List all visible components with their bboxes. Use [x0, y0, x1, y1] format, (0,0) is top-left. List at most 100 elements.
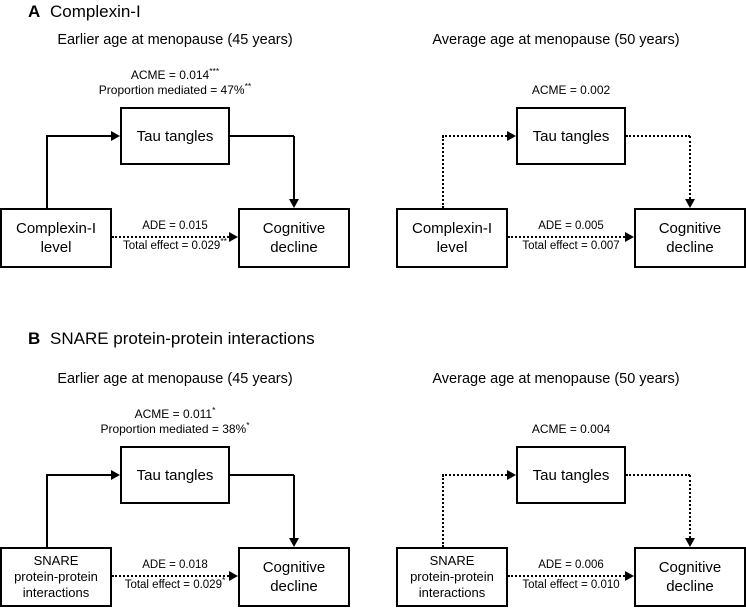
mediation-up-horizontal-line: [442, 474, 507, 476]
mediator-box: Tau tangles: [516, 446, 626, 504]
exposure-label-line: Complexin-I: [411, 220, 493, 237]
outcome-label-line: decline: [666, 578, 714, 595]
total-effect-label: Total effect = 0.010: [508, 579, 634, 591]
direct-arrowhead-icon: [229, 232, 238, 242]
mediator-label: Tau tangles: [136, 127, 214, 145]
diagram-subtitle: Average age at menopause (50 years): [432, 371, 680, 387]
total-effect-value: Total effect = 0.010: [522, 579, 620, 591]
mediation-down-horizontal-line: [230, 474, 294, 476]
exposure-label-line: interactions: [22, 585, 90, 600]
exposure-label-line: interactions: [418, 585, 486, 600]
mediation-down-horizontal-line: [230, 135, 294, 137]
mediation-down-horizontal-line: [626, 474, 690, 476]
diagram-b-earlier-menopause: Earlier age at menopause (45 years) ACME…: [0, 369, 373, 609]
exposure-box: Complexin-I level: [0, 208, 112, 268]
outcome-box: Cognitive decline: [238, 547, 350, 607]
mediation-stats: ACME = 0.011* Proportion mediated = 38%*: [25, 393, 325, 437]
exposure-label-line: Complexin-I: [15, 220, 97, 237]
acme-value: ACME = 0.004: [531, 422, 611, 436]
exposure-box: Complexin-I level: [396, 208, 508, 268]
proportion-value: Proportion mediated = 38%: [100, 422, 247, 436]
acme-value: ACME = 0.014: [130, 68, 210, 82]
acme-stat: ACME = 0.002: [421, 83, 721, 98]
mediation-up-vertical-line: [442, 136, 444, 208]
exposure-label-line: protein-protein: [410, 569, 494, 584]
acme-stat: ACME = 0.004: [421, 422, 721, 437]
mediator-arrowhead-icon: [111, 131, 120, 141]
direct-effect-line: [508, 236, 625, 238]
outcome-box: Cognitive decline: [238, 208, 350, 268]
diagram-subtitle: Earlier age at menopause (45 years): [57, 32, 293, 48]
panel-b-title: SNARE protein-protein interactions: [50, 329, 315, 348]
exposure-label-line: SNARE: [429, 553, 475, 568]
total-effect-value: Total effect = 0.007: [522, 240, 620, 252]
mediation-up-vertical-line: [46, 475, 48, 547]
proportion-significance: **: [244, 81, 252, 91]
proportion-mediated-stat: Proportion mediated = 47%**: [25, 81, 325, 98]
total-effect-value: Total effect = 0.029: [124, 579, 222, 591]
outcome-label-line: Cognitive: [658, 559, 722, 576]
total-effect-label: Total effect = 0.029**: [112, 237, 238, 252]
exposure-label-line: SNARE: [33, 553, 79, 568]
direct-effect-line: [112, 575, 229, 577]
mediator-label: Tau tangles: [532, 127, 610, 145]
mediation-up-horizontal-line: [442, 135, 507, 137]
mediation-down-horizontal-line: [626, 135, 690, 137]
total-effect-label: Total effect = 0.007: [508, 240, 634, 252]
outcome-label-line: Cognitive: [658, 220, 722, 237]
panel-b-letter: B: [28, 329, 41, 348]
mediator-box: Tau tangles: [516, 107, 626, 165]
outcome-label-line: decline: [666, 239, 714, 256]
mediation-up-vertical-line: [442, 475, 444, 547]
panel-a-title: Complexin-I: [50, 2, 141, 21]
proportion-mediated-stat: Proportion mediated = 38%*: [25, 421, 325, 437]
diagram-b-average-menopause: Average age at menopause (50 years) ACME…: [396, 369, 746, 609]
outcome-label-line: decline: [270, 239, 318, 256]
mediator-box: Tau tangles: [120, 107, 230, 165]
diagram-subtitle: Earlier age at menopause (45 years): [57, 371, 293, 387]
acme-value: ACME = 0.002: [531, 83, 611, 97]
direct-effect-line: [508, 575, 625, 577]
ade-label: ADE = 0.015: [142, 220, 208, 232]
acme-value: ACME = 0.011: [134, 407, 213, 421]
mediator-label: Tau tangles: [136, 466, 214, 484]
total-effect-value: Total effect = 0.029: [123, 240, 221, 252]
total-effect-significance: *: [221, 575, 226, 586]
outcome-box: Cognitive decline: [634, 547, 746, 607]
outcome-arrowhead-icon: [685, 199, 695, 208]
proportion-value: Proportion mediated = 47%: [98, 83, 245, 97]
outcome-arrowhead-icon: [289, 538, 299, 547]
mediation-down-vertical-line: [689, 475, 691, 538]
mediation-down-vertical-line: [293, 475, 295, 538]
diagram-a-earlier-menopause: Earlier age at menopause (45 years) ACME…: [0, 30, 373, 270]
acme-stat: ACME = 0.014***: [25, 67, 325, 83]
diagram-subtitle: Average age at menopause (50 years): [432, 32, 680, 48]
exposure-label-line: level: [436, 239, 468, 256]
mediator-arrowhead-icon: [111, 470, 120, 480]
mediator-box: Tau tangles: [120, 446, 230, 504]
exposure-label-line: level: [40, 239, 72, 256]
mediation-up-horizontal-line: [46, 135, 111, 137]
acme-stat: ACME = 0.011*: [25, 406, 325, 422]
exposure-label-line: protein-protein: [14, 569, 98, 584]
mediation-stats: ACME = 0.002: [421, 54, 721, 98]
ade-label: ADE = 0.005: [538, 220, 604, 232]
outcome-arrowhead-icon: [685, 538, 695, 547]
mediator-arrowhead-icon: [507, 470, 516, 480]
mediation-stats: ACME = 0.004: [421, 393, 721, 437]
total-effect-label: Total effect = 0.029*: [112, 576, 238, 591]
direct-arrowhead-icon: [229, 571, 238, 581]
direct-arrowhead-icon: [625, 232, 634, 242]
mediation-down-vertical-line: [689, 136, 691, 199]
mediation-up-horizontal-line: [46, 474, 111, 476]
outcome-box: Cognitive decline: [634, 208, 746, 268]
direct-effect-line: [112, 236, 229, 238]
total-effect-significance: **: [220, 236, 227, 247]
mediation-down-vertical-line: [293, 136, 295, 199]
ade-label: ADE = 0.006: [538, 559, 604, 571]
mediator-label: Tau tangles: [532, 466, 610, 484]
outcome-label-line: Cognitive: [262, 559, 326, 576]
ade-label: ADE = 0.018: [142, 559, 208, 571]
mediation-up-vertical-line: [46, 136, 48, 208]
